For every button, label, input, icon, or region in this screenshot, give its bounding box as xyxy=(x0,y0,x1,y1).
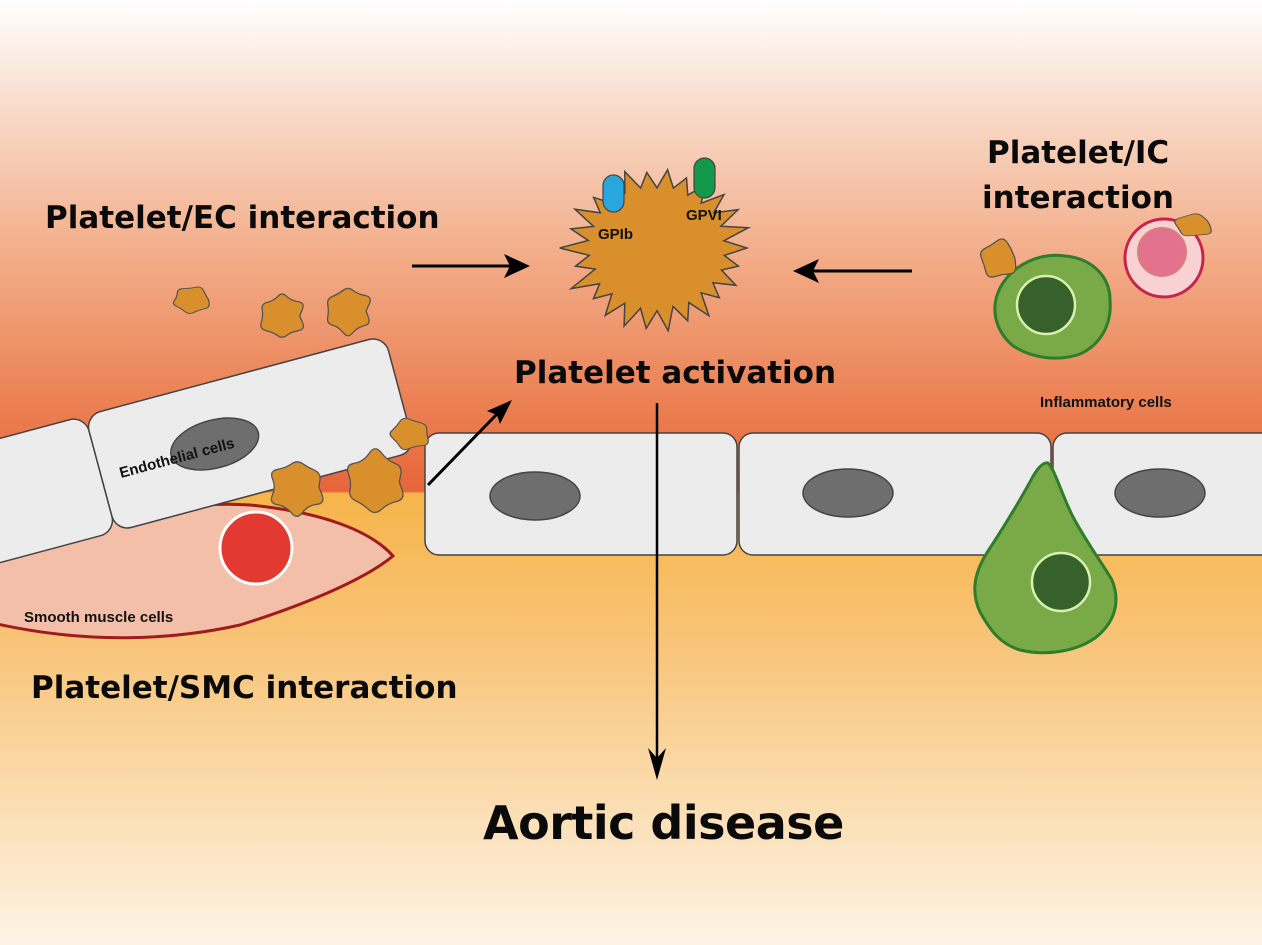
platelet xyxy=(346,448,404,514)
platelet xyxy=(326,287,371,337)
smooth-muscle-cell xyxy=(0,502,396,640)
platelet xyxy=(260,293,305,338)
platelet xyxy=(270,461,324,517)
inflammatory-cell-nucleus xyxy=(1015,274,1077,336)
platelet xyxy=(1174,213,1212,237)
activated-platelet: GPIb GPVI xyxy=(559,157,752,333)
platelet-ic-label-line2: interaction xyxy=(982,180,1174,216)
endothelial-cell xyxy=(424,432,738,556)
gpvi-receptor xyxy=(693,157,716,199)
endothelial-nucleus xyxy=(1114,468,1206,518)
endothelial-cells-right xyxy=(424,432,1262,556)
platelet-activation-label: Platelet activation xyxy=(514,355,836,391)
inflammatory-cell-nucleus xyxy=(1030,551,1092,613)
platelet-ec-label: Platelet/EC interaction xyxy=(45,200,440,236)
arrows xyxy=(412,254,912,780)
endothelial-cells-left xyxy=(0,338,413,581)
arrowhead-ec xyxy=(504,254,530,278)
platelet-smc-label: Platelet/SMC interaction xyxy=(31,670,458,706)
smooth-muscle-cells-label: Smooth muscle cells xyxy=(24,609,173,626)
aortic-disease-label: Aortic disease xyxy=(483,796,844,850)
endothelial-nucleus xyxy=(802,468,894,518)
gpib-label: GPIb xyxy=(598,226,633,243)
inflammatory-cells-label: Inflammatory cells xyxy=(1040,394,1172,411)
inflammatory-cell-transmigrating xyxy=(973,461,1118,655)
arrowhead-smc xyxy=(487,400,512,424)
endothelial-nucleus xyxy=(489,471,581,521)
smc-nucleus xyxy=(218,510,294,586)
arrowhead-disease xyxy=(648,748,666,780)
platelet xyxy=(389,417,429,451)
gpib-receptor xyxy=(602,174,625,213)
platelet xyxy=(172,286,210,314)
inflammatory-cell-pink xyxy=(1123,217,1205,299)
platelets xyxy=(172,213,1212,517)
inflammatory-cell-pink-nucleus xyxy=(1137,227,1187,277)
platelet-ic-label-line1: Platelet/IC xyxy=(987,135,1169,171)
arrow-smc-to-activation xyxy=(426,411,500,487)
gpvi-label: GPVI xyxy=(686,207,722,224)
inflammatory-cell-green xyxy=(993,253,1112,360)
arrowhead-ic xyxy=(793,259,819,283)
endothelial-nucleus xyxy=(170,417,260,471)
platelet xyxy=(979,238,1017,278)
